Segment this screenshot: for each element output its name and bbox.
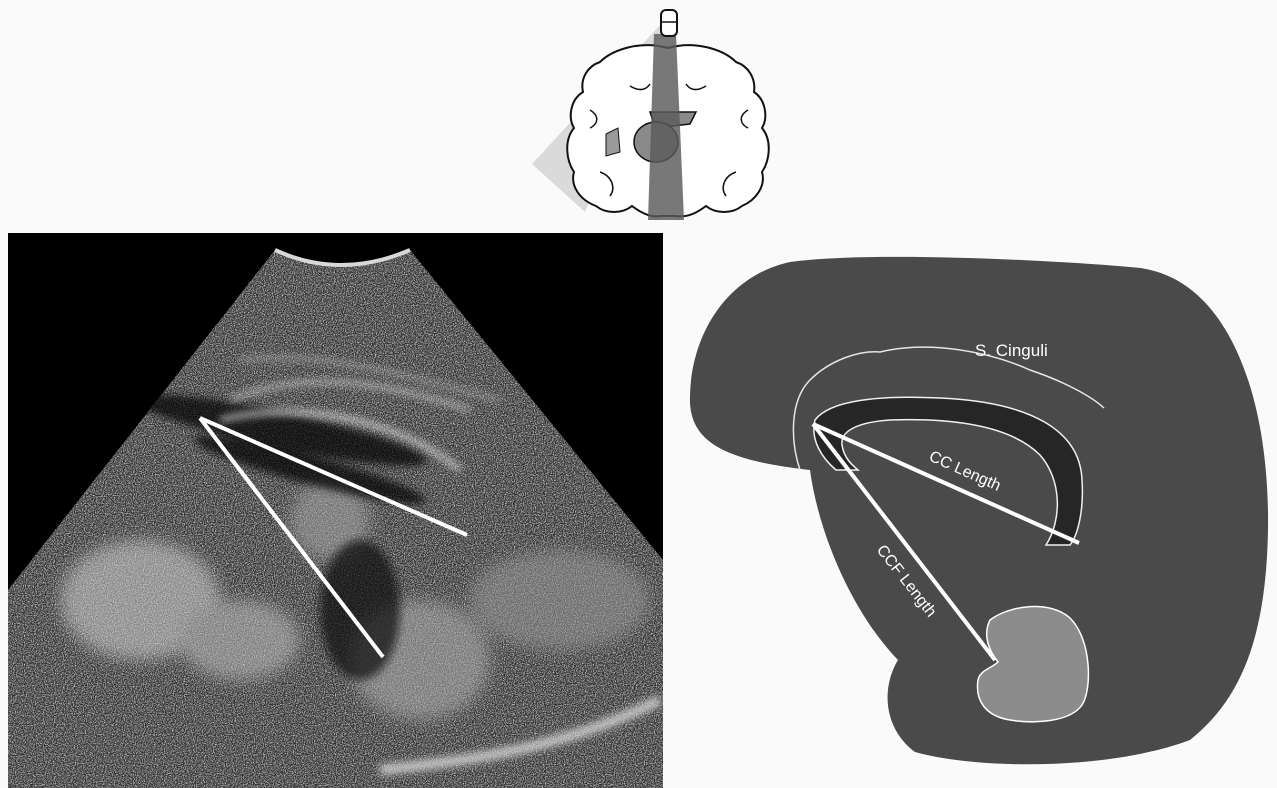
ultrasound-image <box>8 233 663 788</box>
coronal-brain-probe-icon <box>532 10 769 220</box>
fossa-shape <box>977 606 1088 721</box>
orientation-illustration <box>532 10 769 220</box>
schematic-diagram: S. Cinguli CC Length CCF Length <box>690 257 1268 764</box>
cingulate-sulcus-label: S. Cinguli <box>975 341 1048 360</box>
probe-icon <box>661 10 677 36</box>
